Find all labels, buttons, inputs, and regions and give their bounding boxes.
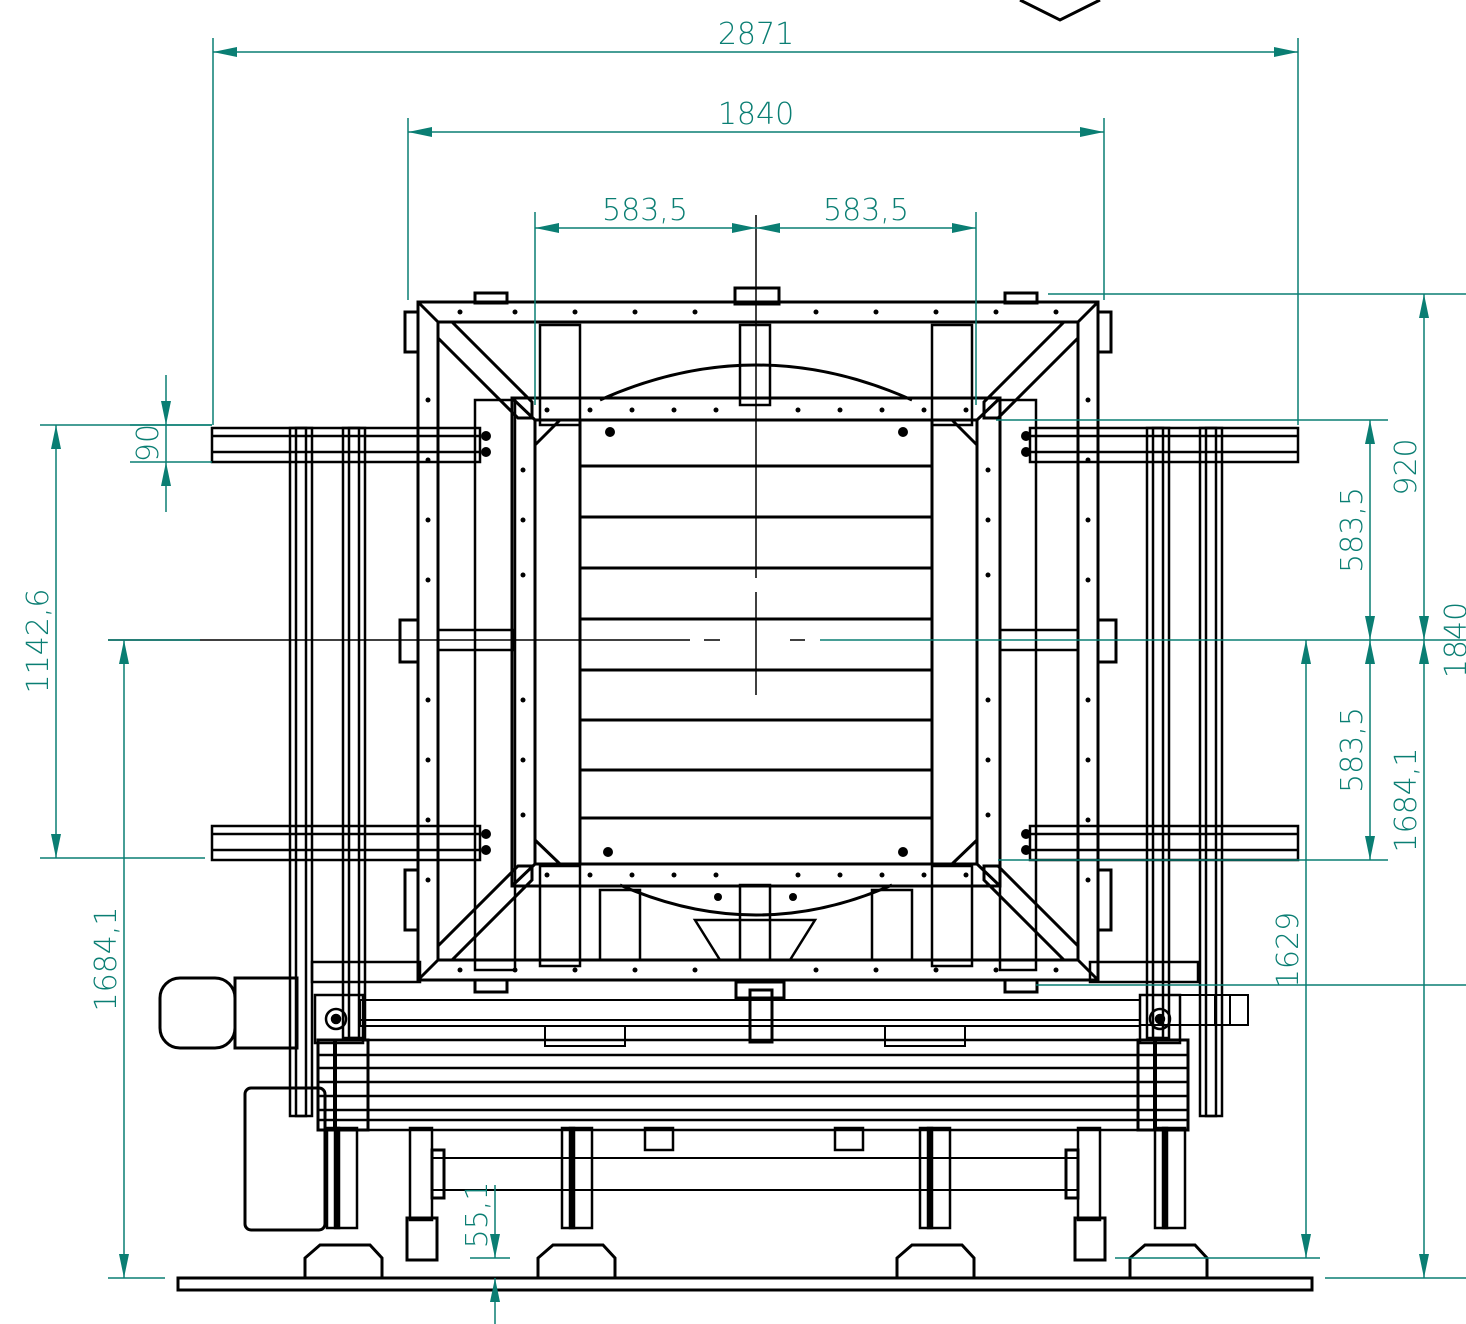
dim-frame-width: 1840 <box>718 97 794 132</box>
bearing-blocks <box>313 993 1182 1045</box>
dim-half-right: 583,5 <box>823 193 909 228</box>
dim-right-total: 1840 <box>1439 602 1466 678</box>
dimensions <box>40 38 1466 1324</box>
dim-overall-width: 2871 <box>718 17 794 52</box>
machine-assembly <box>158 0 1314 1292</box>
frame-rivets <box>425 309 1091 973</box>
ground-plate <box>176 1276 1314 1292</box>
dim-small-offset: 90 <box>131 424 166 462</box>
dim-right-height: 1684,1 <box>1389 748 1424 853</box>
horizontal-rails <box>210 426 1300 984</box>
dim-foot-height: 55,1 <box>460 1182 495 1249</box>
dim-left-height: 1684,1 <box>89 907 124 1012</box>
dim-inner-height: 1629 <box>1271 912 1306 988</box>
center-lines <box>108 215 805 695</box>
base-legs <box>325 1126 1187 1230</box>
base-beams <box>316 1038 1190 1132</box>
dim-right-upper: 583,5 <box>1335 487 1370 573</box>
bolt-holes <box>481 427 1031 901</box>
view-marker <box>1019 0 1101 22</box>
dim-half-left: 583,5 <box>602 193 688 228</box>
dim-rail-span: 1142,6 <box>21 589 56 694</box>
dim-right-lower: 583,5 <box>1335 707 1370 793</box>
leveling-feet <box>303 1216 1209 1278</box>
drive-motor <box>158 976 327 1232</box>
dimension-labels: 2871 1840 583,5 583,5 90 1142,6 1684,1 5… <box>21 17 1466 1248</box>
dim-right-top: 920 <box>1389 438 1424 495</box>
drum-bottom-arc <box>619 883 893 917</box>
lower-tube <box>430 1148 1080 1200</box>
